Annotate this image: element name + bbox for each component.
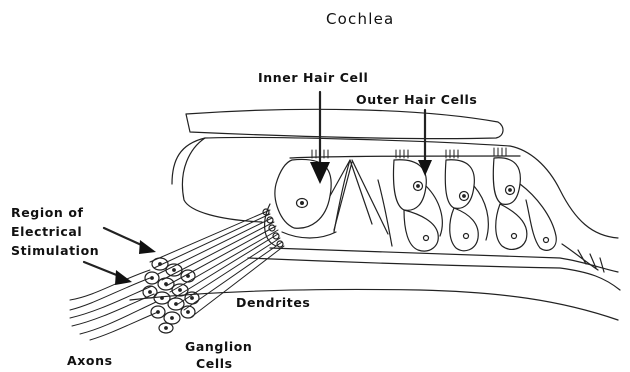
- outer-hair-cells-label: Outer Hair Cells: [356, 92, 477, 107]
- inner-hair-cell-label: Inner Hair Cell: [258, 70, 368, 85]
- limbus-curve: [182, 138, 262, 222]
- outer-hair-cell: [493, 158, 520, 205]
- region-label-line3: Stimulation: [11, 243, 99, 258]
- axons-label: Axons: [67, 353, 113, 368]
- region-label-line2: Electrical: [11, 224, 82, 239]
- bottom-wall: [130, 289, 618, 320]
- diagram-title: Cochlea: [326, 10, 394, 28]
- basilar-lower: [248, 258, 620, 290]
- supporting-cells: [378, 180, 604, 272]
- tectorial-membrane: [186, 109, 503, 138]
- ganglion-label-line2: Cells: [196, 356, 233, 371]
- ganglion-label-line1: Ganglion: [185, 339, 252, 354]
- axons-bundle: [70, 270, 158, 340]
- pillar-cells: [330, 160, 388, 234]
- organ-outline: [172, 137, 618, 238]
- region-label-line1: Region of: [11, 205, 84, 220]
- outer-hair-cell: [445, 160, 474, 209]
- dendrites-label: Dendrites: [236, 295, 310, 310]
